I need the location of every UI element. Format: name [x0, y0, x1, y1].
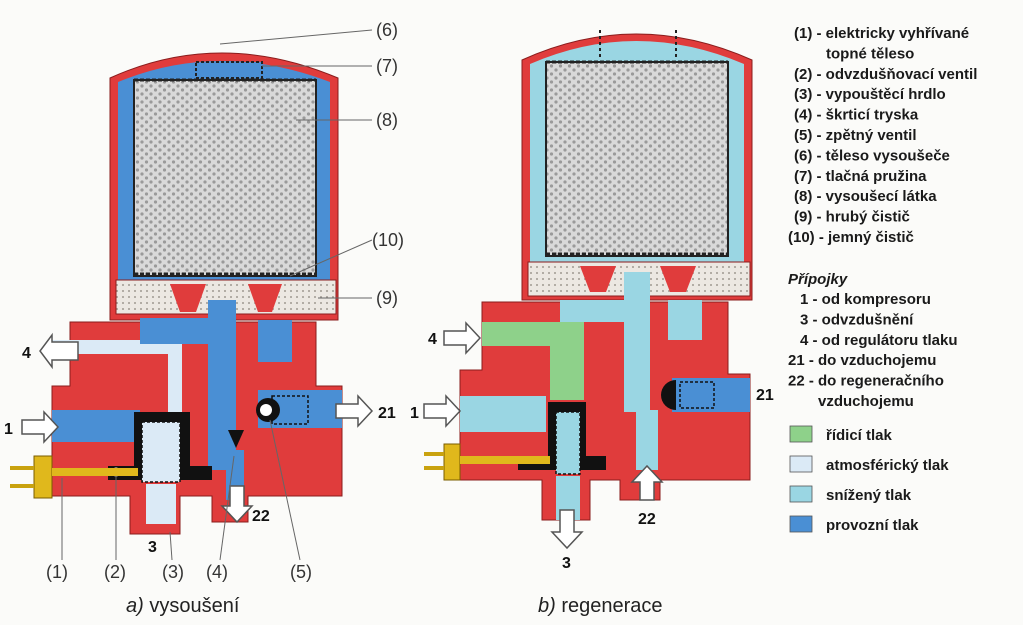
- legend-swatch-1: [789, 455, 813, 473]
- port-3-label-b: 3: [562, 555, 571, 572]
- legend-connection-5: vzduchojemu: [818, 393, 914, 410]
- callout-6: (6): [376, 20, 398, 40]
- port-4-label: 4: [22, 345, 31, 362]
- legend-part-1: topné těleso: [826, 45, 914, 62]
- legend-color-label-1: atmosférický tlak: [826, 457, 949, 474]
- throttle-nozzle: [228, 430, 244, 448]
- callout-4: (4): [206, 562, 228, 582]
- port-21-arrow: [335, 394, 374, 428]
- desiccant-cartridge-b: [545, 61, 729, 257]
- legend-part-6: (6) - těleso vysoušeče: [794, 147, 950, 164]
- port-4-arrow-b: [443, 321, 482, 355]
- legend-part-7: (7) - tlačná pružina: [794, 168, 927, 185]
- port-4-arrow: [39, 332, 79, 370]
- callout-2: (2): [104, 562, 126, 582]
- legend-swatch-0: [789, 425, 813, 443]
- callout-10: (10): [372, 230, 404, 250]
- callout-7: (7): [376, 56, 398, 76]
- callout-3: (3): [162, 562, 184, 582]
- port-21-label: 21: [378, 405, 396, 422]
- legend-connection-3: 21 - do vzduchojemu: [788, 352, 936, 369]
- port-22-label-b: 22: [638, 511, 656, 528]
- legend-color-label-0: řídicí tlak: [826, 427, 893, 444]
- port-22-arrow-b: [630, 464, 664, 501]
- callout-9: (9): [376, 288, 398, 308]
- port-21-label-b: 21: [756, 387, 774, 404]
- port-22-arrow: [220, 485, 254, 524]
- legend-connection-2: 4 - od regulátoru tlaku: [800, 332, 958, 349]
- port-1-label: 1: [4, 421, 13, 438]
- legend-swatch-2: [789, 485, 813, 503]
- check-valve-b: [679, 381, 715, 409]
- legend-part-8: (8) - vysoušecí látka: [794, 188, 937, 205]
- desiccant-cartridge: [133, 79, 317, 277]
- legend-part-10: (10) - jemný čistič: [788, 229, 914, 246]
- legend-part-3: (3) - vypouštěcí hrdlo: [794, 86, 946, 103]
- heater-connector-b: [443, 443, 461, 481]
- port-1-label-b: 1: [410, 405, 419, 422]
- legend-connections-title: Přípojky: [788, 271, 848, 288]
- legend-connection-4: 22 - do regeneračního: [788, 373, 944, 390]
- port-3-label: 3: [148, 539, 157, 556]
- legend-part-0: (1) - elektricky vyhřívané: [794, 25, 969, 42]
- port-22-label: 22: [252, 508, 270, 525]
- check-valve: [271, 395, 309, 425]
- legend: (1) - elektricky vyhřívané topné těleso (2…: [788, 25, 977, 534]
- caption-a: a) vysoušení: [126, 595, 240, 617]
- legend-part-2: (2) - odvzdušňovací ventil: [794, 66, 977, 83]
- pressure-spring: [195, 61, 263, 79]
- dryer-regeneration-diagram: 4 1 21 22 3 b) regenerace: [410, 30, 774, 617]
- legend-connection-0: 1 - od kompresoru: [800, 291, 931, 308]
- port-1-arrow: [21, 410, 60, 444]
- caption-b: b) regenerace: [538, 595, 663, 617]
- heater-connector: [33, 455, 53, 499]
- port-1-arrow-b: [423, 394, 462, 428]
- port-3-arrow-b: [550, 509, 584, 550]
- legend-part-5: (5) - zpětný ventil: [794, 127, 917, 144]
- dryer-drying-diagram: (6) (7) (8) (10) (9) (1) (2) (3) (4) (5)…: [4, 20, 404, 617]
- port-4-label-b: 4: [428, 331, 437, 348]
- legend-swatch-3: [789, 515, 813, 533]
- legend-part-4: (4) - škrticí tryska: [794, 107, 919, 124]
- callout-1: (1): [46, 562, 68, 582]
- legend-color-label-3: provozní tlak: [826, 517, 919, 534]
- callout-5: (5): [290, 562, 312, 582]
- legend-connection-1: 3 - odvzdušnění: [800, 311, 914, 328]
- callout-8: (8): [376, 110, 398, 130]
- legend-part-9: (9) - hrubý čistič: [794, 209, 910, 226]
- legend-color-label-2: snížený tlak: [826, 487, 912, 504]
